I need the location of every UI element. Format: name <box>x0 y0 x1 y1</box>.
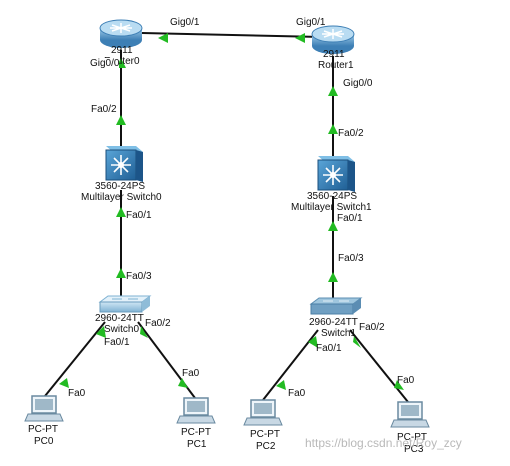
port-label: Fa0/2 <box>91 104 117 115</box>
port-label: Fa0/1 <box>337 213 363 225</box>
watermark-text: https://blog.csdn.net/Roy_zcy <box>305 436 462 450</box>
pc0-model-label: PC-PT <box>28 424 58 435</box>
pc3-name-label: PC3 <box>404 444 424 455</box>
sw1-name-label: Switch1 <box>321 328 357 339</box>
router0-name-label: Router0 <box>104 56 140 67</box>
port-up-indicator <box>59 378 69 388</box>
port-label: Fa0/1 <box>104 337 130 348</box>
mls0-name-label: Multilayer Switch0 <box>81 192 162 203</box>
router1-model-label: 2911 <box>323 49 345 60</box>
port-up-indicator <box>116 207 126 217</box>
port-up-indicator <box>96 326 106 338</box>
port-up-indicator <box>328 124 338 134</box>
port-up-indicator <box>178 378 188 388</box>
pc3-model-label: PC-PT <box>397 432 427 443</box>
port-label: Fa0/3 <box>338 253 364 264</box>
port-label: Gig0/1 <box>296 17 326 28</box>
pc1-model-label: PC-PT <box>181 427 211 438</box>
switch1-icon[interactable] <box>309 297 363 315</box>
port-up-indicator <box>158 33 168 43</box>
pc0-name-label: PC0 <box>34 436 54 447</box>
switch0-icon[interactable] <box>98 295 152 313</box>
multilayer-switch0-icon[interactable] <box>105 146 143 182</box>
router0-model-label: 2911 <box>111 45 133 56</box>
port-label: Fa0/1 <box>126 210 152 221</box>
port-up-indicator <box>295 33 305 43</box>
port-label: Fa0 <box>288 388 306 399</box>
link-router0-router1[interactable] <box>141 32 323 38</box>
port-label: Fa0 <box>68 388 86 399</box>
mls1-model-label: 3560-24PS <box>307 191 358 202</box>
port-label: Fa0/2 <box>338 128 364 139</box>
router0-icon[interactable] <box>99 19 143 48</box>
port-label: Gig0/1 <box>170 17 200 28</box>
port-label: Fa0 <box>397 375 415 386</box>
port-label: Gig0/0 <box>90 58 120 70</box>
port-label: Fa0/2 <box>145 318 171 329</box>
port-up-indicator <box>308 336 318 348</box>
mls0-model-label: 3560-24PS <box>95 181 146 192</box>
port-status-indicators <box>59 33 404 390</box>
port-label: Gig0/0 <box>343 78 373 89</box>
port-label: Fa0/1 <box>316 343 342 354</box>
port-up-indicator <box>328 272 338 282</box>
pc3-icon[interactable] <box>390 401 430 428</box>
pc0-icon[interactable] <box>24 395 64 422</box>
sw0-model-label: 2960-24TT <box>95 313 144 324</box>
pc1-name-label: PC1 <box>187 439 207 450</box>
pc2-icon[interactable] <box>243 399 283 426</box>
mls1-name-label: Multilayer Switch1 <box>291 202 372 213</box>
pc2-model-label: PC-PT <box>250 429 280 440</box>
multilayer-switch1-icon[interactable] <box>317 156 355 192</box>
port-label: Fa0 <box>182 368 200 379</box>
port-label: Fa0/3 <box>126 271 152 282</box>
port-up-indicator <box>116 268 126 278</box>
router1-icon[interactable] <box>311 25 355 54</box>
router1-name-label: Router1 <box>318 60 354 71</box>
link-sw0-pc0[interactable] <box>44 321 106 397</box>
port-up-indicator <box>140 326 148 338</box>
link-sw1-pc3[interactable] <box>349 329 409 403</box>
sw1-model-label: 2960-24TT <box>309 317 358 328</box>
pc2-name-label: PC2 <box>256 441 276 452</box>
port-up-indicator <box>353 336 361 348</box>
sw0-name-label: Switch0 <box>104 324 140 335</box>
port-up-indicator <box>328 221 338 231</box>
port-up-indicator <box>328 86 338 96</box>
port-up-indicator <box>394 380 404 390</box>
port-up-indicator <box>276 380 286 390</box>
port-up-indicator <box>116 115 126 125</box>
port-label: Fa0/2 <box>359 322 385 333</box>
pc1-icon[interactable] <box>176 397 216 424</box>
